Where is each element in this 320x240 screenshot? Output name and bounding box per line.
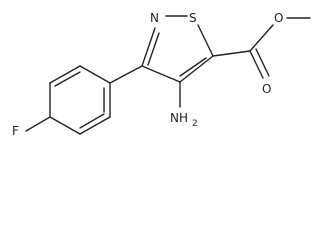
bond-c5-c6 (79, 116, 111, 135)
bond-c2-c3 (49, 65, 81, 84)
double-bond-c3-n (147, 32, 160, 66)
amino-label: NH (170, 111, 188, 125)
carbonyl-oxygen-label: O (262, 82, 271, 96)
fluorine-label: F (12, 124, 19, 138)
bond-c1-c2 (79, 65, 111, 84)
nitrogen-label: N (150, 11, 159, 25)
bond-c-f (25, 116, 51, 132)
structure-diagram: F N S NH 2 O O (12, 11, 311, 138)
bond-carbonyl-o-double-b (255, 48, 270, 77)
bond-c4-c3 (141, 65, 181, 83)
bond-s-c5 (197, 24, 214, 57)
double-bond-inner-2 (79, 113, 105, 129)
bond-carbonyl-o-double-a (249, 50, 264, 79)
amino-subscript: 2 (192, 119, 198, 129)
sulfur-label: S (189, 11, 197, 25)
double-bond-inner-1 (54, 71, 81, 87)
double-bond-c5-c4 (179, 57, 207, 77)
bond-c5-c4 (179, 55, 214, 83)
bond-c4-c5 (49, 116, 81, 135)
isothiazole-ring (141, 15, 214, 83)
bond-phenyl-c3 (109, 65, 143, 84)
ester-oxygen-label: O (274, 11, 283, 25)
bond-c5-carbonyl (212, 50, 251, 57)
fluorophenyl-ring (49, 65, 111, 135)
bond-carbonyl-ester-o (249, 24, 274, 52)
bond-c3-n (141, 27, 156, 67)
